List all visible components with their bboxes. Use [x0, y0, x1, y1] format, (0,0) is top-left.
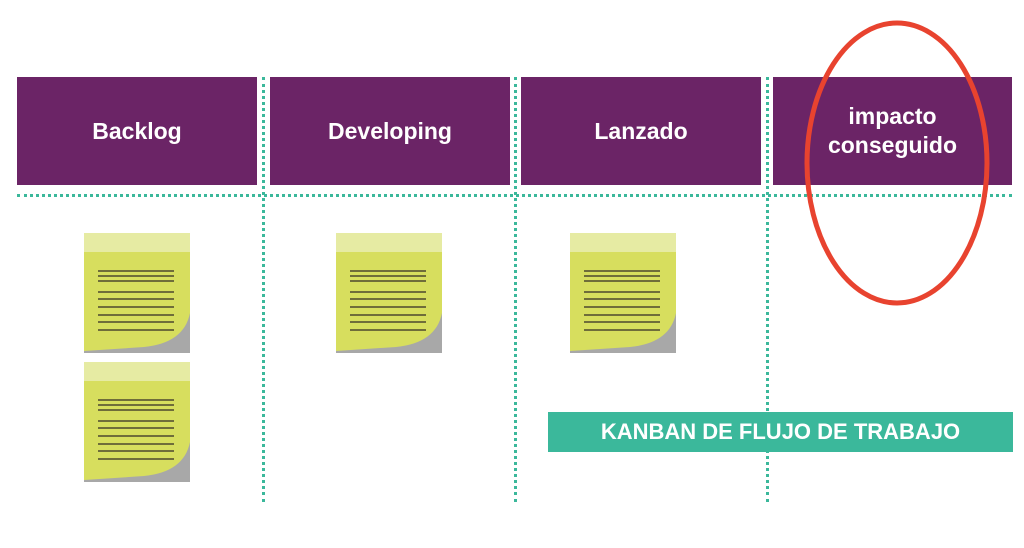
kanban-banner: KANBAN DE FLUJO DE TRABAJO	[548, 412, 1013, 452]
column-title: Lanzado	[594, 117, 688, 144]
column-divider	[514, 77, 517, 502]
header-divider	[17, 194, 1012, 197]
column-divider	[262, 77, 265, 502]
column-header-impacto: impacto conseguido	[773, 77, 1012, 185]
column-header-lanzado: Lanzado	[521, 77, 761, 185]
column-title: impacto conseguido	[827, 103, 958, 158]
banner-text: KANBAN DE FLUJO DE TRABAJO	[600, 419, 961, 444]
column-title: Backlog	[92, 117, 182, 144]
column-header-developing: Developing	[270, 77, 510, 185]
column-title: Developing	[328, 117, 452, 144]
column-header-backlog: Backlog	[17, 77, 257, 185]
column-divider	[766, 77, 769, 502]
